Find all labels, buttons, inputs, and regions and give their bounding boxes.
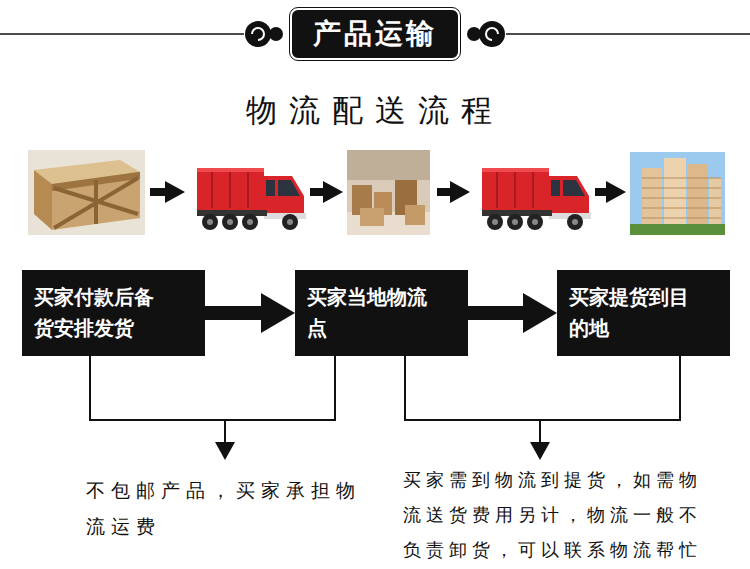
warehouse-photo — [347, 150, 430, 235]
node-text: 买家付款后备货安排发货 — [34, 282, 160, 344]
crate-photo — [28, 150, 145, 235]
node-text: 买家提货到目的地 — [569, 282, 695, 344]
flow-arrow — [150, 181, 185, 203]
flow-arrow — [310, 181, 343, 203]
process-box: 买家提货到目的地 — [557, 270, 730, 356]
diagram-title: 物流配送流程 — [0, 90, 750, 132]
building-photo — [630, 152, 725, 235]
node-text: 产品运输 — [313, 15, 437, 53]
flow-arrow — [595, 181, 626, 203]
note-text: 买家需到物流到提货，如需物流送货费用另计，物流一般不负责卸货，可以联系物流帮忙 — [403, 462, 708, 567]
flow-arrow — [437, 181, 470, 203]
node-text: 买家当地物流点 — [307, 282, 433, 344]
process-box: 买家当地物流点 — [295, 270, 468, 356]
process-box: 买家付款后备货安排发货 — [22, 270, 205, 356]
truck-photo — [192, 150, 306, 235]
header-banner: 产品运输 — [292, 10, 458, 58]
note-text: 不包邮产品，买家承担物流运费 — [86, 472, 376, 544]
flow-arrow — [468, 306, 527, 320]
truck-photo — [477, 150, 591, 235]
flow-arrow — [205, 306, 265, 320]
bracket — [90, 350, 680, 444]
